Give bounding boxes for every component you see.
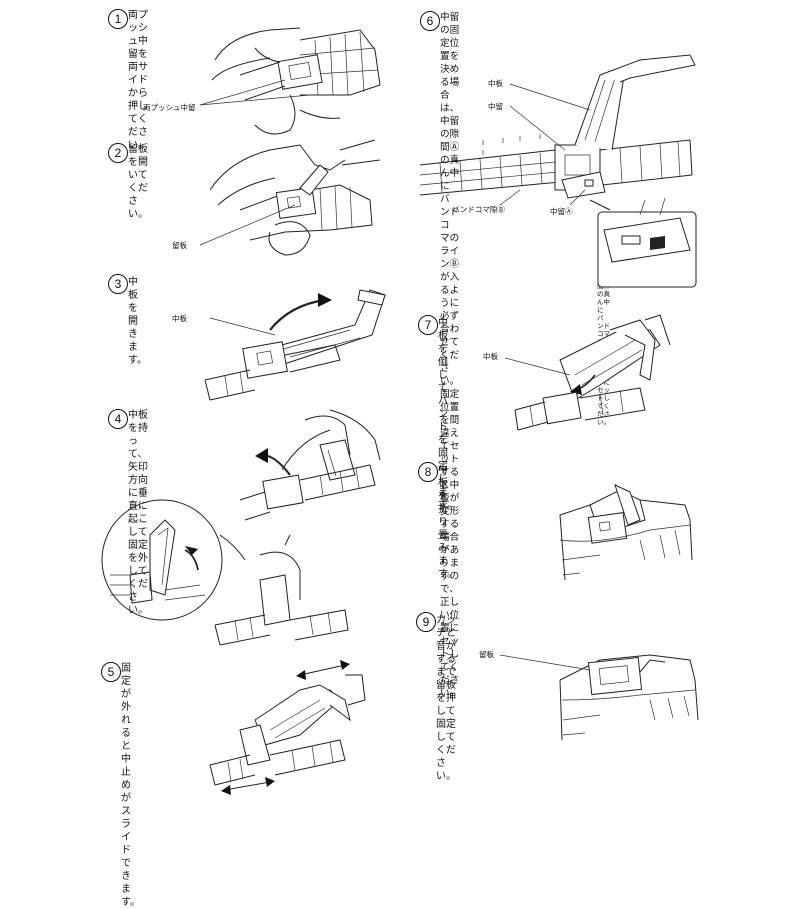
step-number: 2 <box>108 143 128 163</box>
illustration-slide-clasp <box>0 660 800 795</box>
illustration-open-middle-plate <box>0 0 800 800</box>
callout-label-middle-plate: 中板 <box>488 79 503 88</box>
step-number: 9 <box>416 612 436 632</box>
step-number: 1 <box>108 9 128 29</box>
illustration-lower-plate <box>0 0 800 800</box>
callout-label-band-gap: バンドコマ隙Ⓑ <box>452 205 505 214</box>
step-instruction: 中板を折り畳みます。 <box>438 465 457 580</box>
step-number: 4 <box>108 409 128 429</box>
illustration-clasp-position <box>0 0 800 800</box>
step-number: 5 <box>101 662 121 682</box>
callout-label: 両プッシュ中留 <box>143 103 196 112</box>
callout-label-clasp: 中留 <box>488 102 503 111</box>
step-instruction: 中板を持って、矢印 方向に垂直に起こ して固定を外して ください。 <box>128 410 148 616</box>
step-instruction: 両プッシュ中留を 両サイドから押し てください。 <box>128 10 148 151</box>
step-instruction: 留板を開いてくだ さい。 <box>128 144 148 220</box>
illustration-fold-plate <box>0 0 800 800</box>
illustration-hand-detail <box>0 0 800 800</box>
callout-label: 中板 <box>172 314 187 323</box>
callout-label: 留板 <box>479 650 494 659</box>
step-instruction: カッチと音がするまで留板を押して 固定してください。 <box>436 615 456 782</box>
callout-label: 留板 <box>172 241 187 250</box>
step-number: 6 <box>420 11 440 31</box>
step-number: 3 <box>108 274 128 294</box>
step-instruction: 中板を倒してバンドを固定します。 <box>438 318 457 511</box>
callout-label: 中板 <box>483 352 498 361</box>
illustration-lock-plate <box>0 0 800 800</box>
illustration-open-plate <box>0 0 800 800</box>
step-number: 7 <box>418 315 438 335</box>
step-instruction: 中留の固定位置を決める場合は、中留の隙間Ⓐの真ん中にバンドコ マのラインⒷが入る… <box>440 12 460 699</box>
illustration-raise-plate <box>0 0 800 800</box>
step-instruction: 中板を開きます。 <box>128 277 147 366</box>
callout-label-clasp-gap: 中留Ⓐ <box>550 207 573 216</box>
magnified-detail <box>0 0 800 800</box>
illustration-push-clasp <box>0 0 800 800</box>
step-number: 8 <box>418 462 438 482</box>
